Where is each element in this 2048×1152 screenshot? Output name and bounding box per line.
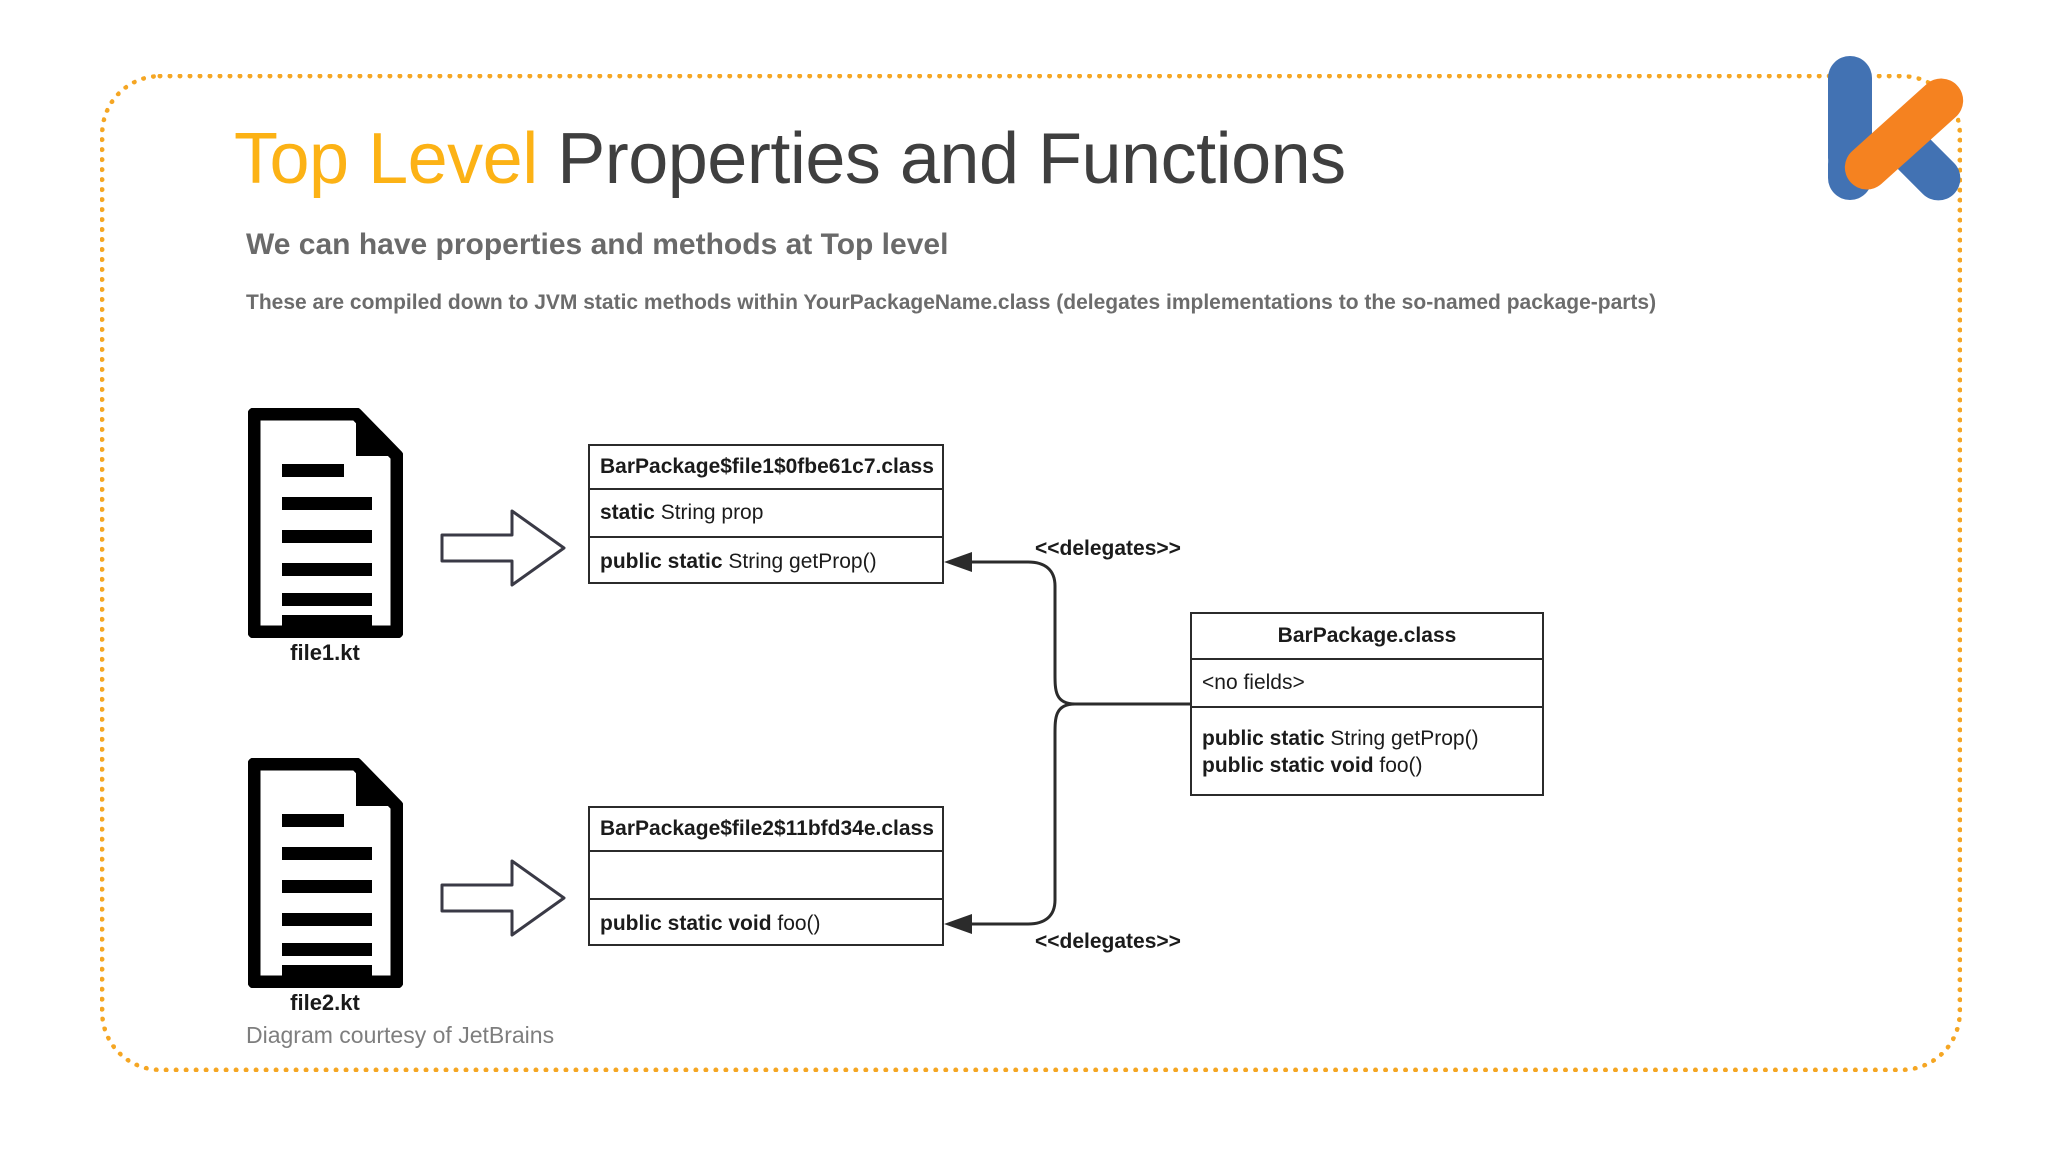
file-label-file2: file2.kt	[290, 990, 360, 1015]
uml-method-signature: String getProp()	[722, 550, 877, 573]
document-icon	[247, 757, 404, 989]
uml-class-file1: BarPackage$file1$0fbe61c7.class static S…	[588, 444, 944, 584]
uml-class-fields: <no fields>	[1192, 660, 1542, 708]
uml-class-barpackage: BarPackage.class <no fields> public stat…	[1190, 612, 1544, 796]
page-title: Top Level Properties and Functions	[234, 123, 1346, 195]
uml-class-methods: public static String getProp() public st…	[1192, 708, 1542, 794]
kotlin-logo-icon	[1812, 34, 1980, 202]
uml-method-1-signature: String getProp()	[1324, 727, 1479, 751]
uml-method-1-modifier: public static	[1202, 727, 1325, 751]
uml-method-modifier: public static void	[600, 912, 772, 935]
connector-label-delegates-file2: <<delegates>>	[1035, 930, 1181, 953]
uml-field-signature: String prop	[654, 501, 764, 524]
uml-field-modifier: static	[600, 501, 655, 524]
uml-class-methods: public static String getProp()	[590, 538, 942, 586]
uml-method-signature: foo()	[771, 912, 821, 935]
uml-class-fields	[590, 852, 942, 900]
arrowhead-file1	[944, 552, 972, 572]
uml-class-methods: public static void foo()	[590, 900, 942, 948]
file-label-file1: file1.kt	[290, 640, 360, 665]
uml-class-title: BarPackage$file2$11bfd34e.class	[590, 808, 942, 852]
connector-label-delegates-file1: <<delegates>>	[1035, 537, 1181, 560]
diagram-credit: Diagram courtesy of JetBrains	[246, 1022, 555, 1048]
block-arrow-right-icon	[438, 855, 568, 941]
uml-class-title: BarPackage.class	[1192, 614, 1542, 660]
block-arrow-right-icon	[438, 505, 568, 591]
uml-method-2-signature: foo()	[1373, 754, 1423, 777]
uml-method-modifier: public static	[600, 550, 723, 573]
page-title-rest: Properties and Functions	[537, 119, 1346, 199]
arrowhead-file2	[944, 914, 972, 934]
uml-class-file2: BarPackage$file2$11bfd34e.class public s…	[588, 806, 944, 946]
uml-class-fields: static String prop	[590, 490, 942, 538]
body-paragraph: These are compiled down to JVM static me…	[246, 291, 1657, 314]
uml-method-2-modifier: public static void	[1202, 754, 1374, 777]
uml-class-title: BarPackage$file1$0fbe61c7.class	[590, 446, 942, 490]
page-title-accent: Top Level	[234, 119, 538, 199]
subtitle: We can have properties and methods at To…	[246, 228, 949, 261]
document-icon	[247, 407, 404, 639]
